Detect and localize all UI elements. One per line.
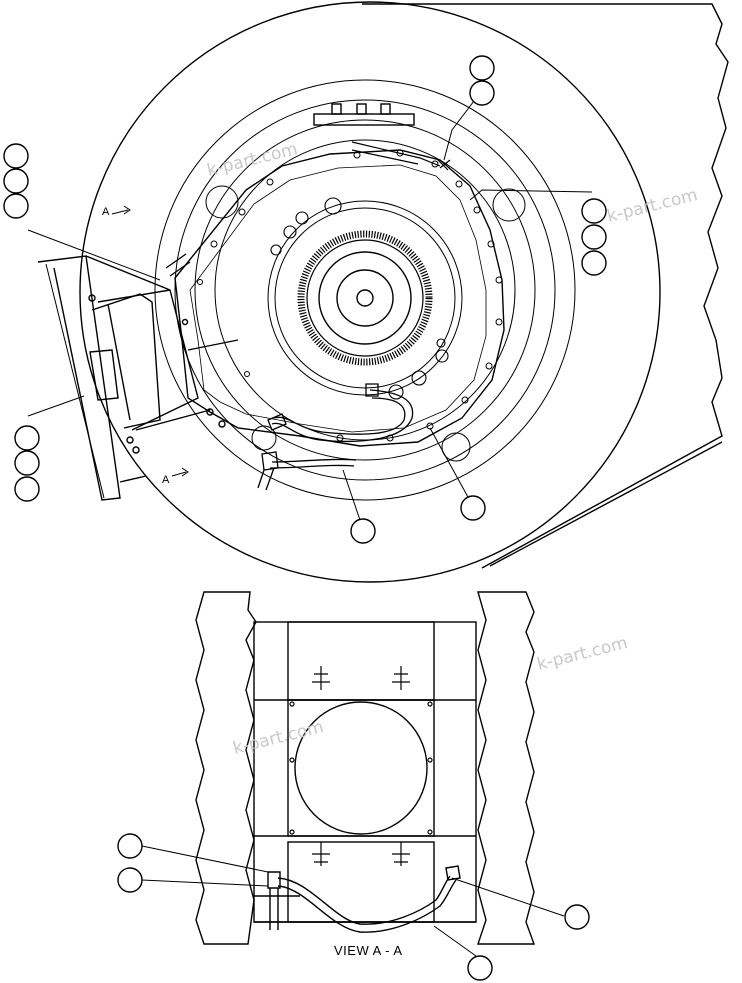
view-aa-frame bbox=[195, 591, 535, 945]
callout-balloon bbox=[14, 476, 40, 502]
callout-balloon bbox=[3, 168, 29, 194]
outer-housing bbox=[79, 1, 729, 583]
section-arrows bbox=[111, 205, 189, 477]
top-manifold bbox=[313, 103, 415, 126]
leader-lines-lower bbox=[141, 845, 565, 957]
callout-balloon bbox=[117, 867, 143, 893]
outer-mounts bbox=[205, 185, 526, 462]
view-aa-brackets bbox=[289, 666, 433, 866]
callout-balloon bbox=[117, 833, 143, 859]
view-aa-hose bbox=[267, 865, 461, 933]
inner-bosses bbox=[270, 197, 449, 400]
section-marker-lower: A bbox=[162, 474, 170, 486]
callout-balloon bbox=[469, 55, 495, 81]
hoses bbox=[165, 253, 414, 491]
callout-balloon bbox=[460, 495, 486, 521]
callout-balloon bbox=[581, 224, 607, 250]
flywheel bbox=[297, 230, 433, 366]
callout-balloon bbox=[467, 955, 493, 981]
callout-balloon bbox=[469, 80, 495, 106]
callout-balloon bbox=[564, 904, 590, 930]
leader-lines-upper bbox=[27, 92, 593, 521]
callout-balloons bbox=[3, 55, 607, 981]
flywheel-housing-plate bbox=[174, 149, 505, 447]
callout-balloon bbox=[350, 518, 376, 544]
callout-balloon bbox=[581, 250, 607, 276]
callout-balloon bbox=[581, 198, 607, 224]
section-marker-upper: A bbox=[102, 206, 110, 218]
side-assembly bbox=[37, 255, 239, 501]
callout-balloon bbox=[14, 425, 40, 451]
callout-balloon bbox=[3, 193, 29, 219]
callout-balloon bbox=[14, 450, 40, 476]
view-label: VIEW A - A bbox=[334, 943, 403, 958]
callout-balloon bbox=[3, 143, 29, 169]
